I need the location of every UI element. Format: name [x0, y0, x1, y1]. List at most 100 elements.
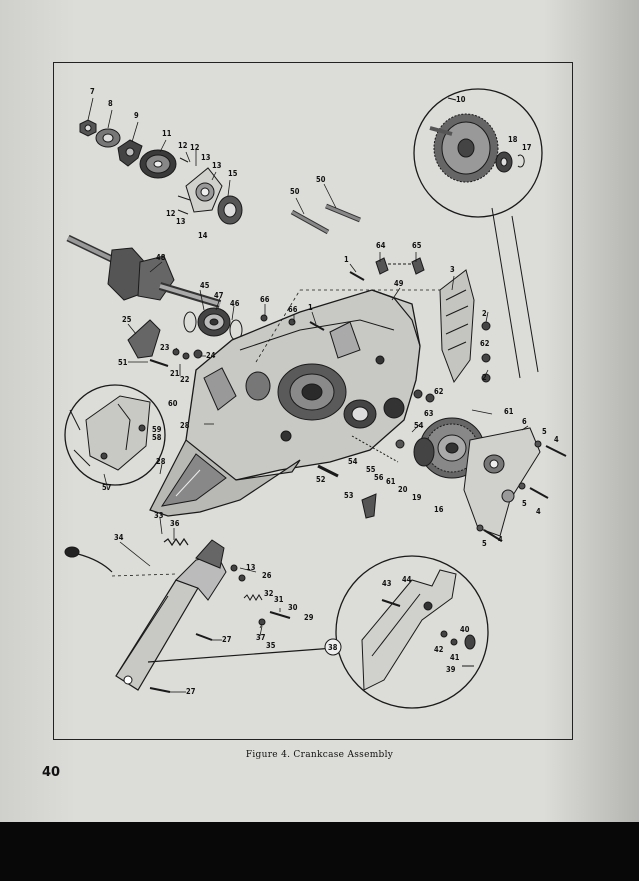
- screws-part: [177, 157, 191, 215]
- callout-7: 7: [90, 87, 95, 96]
- cover-plate-part: [439, 269, 475, 384]
- figure-caption: Figure 4. Crankcase Assembly: [245, 750, 394, 760]
- callout-66a: 66: [260, 295, 270, 304]
- rear-handle-housing-part: [149, 439, 301, 517]
- fitting-part: [375, 257, 425, 275]
- callout-13b: 13: [212, 161, 222, 170]
- callout-15: 15: [228, 169, 238, 178]
- callout-3: 3: [450, 265, 455, 274]
- callout-47: 47: [214, 291, 224, 300]
- main-bearing-part: [183, 307, 243, 341]
- callout-25: 25: [122, 315, 132, 324]
- callout-38-ring: [324, 638, 342, 656]
- callout-12c: 12: [166, 209, 176, 218]
- callout-27a: 27: [222, 635, 232, 644]
- callout-32: 32: [264, 589, 274, 598]
- callout-1b: 1: [308, 303, 313, 312]
- small-screws-part: [149, 348, 203, 367]
- crankcase-housing-part: [185, 289, 421, 481]
- callout-10: 10: [456, 95, 466, 104]
- housing-screws-part: [260, 271, 365, 331]
- callout-28a: 28: [180, 421, 190, 430]
- callout-5b: 5: [522, 499, 527, 508]
- callout-40: 40: [460, 625, 470, 634]
- callout-50b: 50: [290, 187, 300, 196]
- callout-31: 31: [274, 595, 284, 604]
- side-bracket-part: [463, 427, 541, 537]
- callout-63: 63: [424, 409, 434, 418]
- throttle-cable-part: [64, 546, 113, 573]
- detail-circle-handle: [335, 555, 489, 709]
- callout-35: 35: [266, 641, 276, 650]
- callout-18: 18: [508, 135, 518, 144]
- callout-44: 44: [402, 575, 412, 584]
- callout-28b: 28: [156, 457, 166, 466]
- callout-43: 43: [382, 579, 392, 588]
- flywheel-disc-part: [139, 149, 177, 179]
- callout-66b: 66: [288, 305, 298, 314]
- callout-19: 19: [412, 493, 422, 502]
- callout-55: 55: [366, 465, 376, 474]
- callout-34: 34: [114, 533, 124, 542]
- bearing-cover-part: [185, 167, 223, 213]
- callout-13c: 13: [176, 217, 186, 226]
- callout-62a: 62: [480, 339, 490, 348]
- callout-4c: 4: [498, 535, 503, 544]
- bracket-part: [127, 319, 161, 359]
- starter-pawl-part: [117, 139, 143, 167]
- stud-bolts-part: [290, 203, 361, 235]
- callout-52: 52: [316, 475, 326, 484]
- detail-circle-gear: [413, 88, 543, 218]
- callout-29: 29: [304, 613, 314, 622]
- callout-27b: 27: [186, 687, 196, 696]
- callout-22: 22: [180, 375, 190, 384]
- callout-6: 6: [522, 417, 527, 426]
- handle-screws-part: [149, 633, 213, 693]
- callout-14: 14: [198, 231, 208, 240]
- callout-51: 51: [118, 358, 128, 367]
- callout-56: 56: [374, 473, 384, 482]
- callout-39: 39: [446, 665, 456, 674]
- callout-61a: 61: [504, 407, 514, 416]
- callout-46: 46: [230, 299, 240, 308]
- callout-23: 23: [160, 343, 170, 352]
- bolts-part: [476, 440, 567, 541]
- nuts-part: [413, 321, 491, 403]
- callout-61b: 61: [386, 477, 396, 486]
- callout-2b: 2: [482, 373, 487, 382]
- callout-labels: 7 8 9 11 12 12 13 13 15 12 13 14 50 50 1…: [90, 87, 559, 696]
- callout-21: 21: [170, 369, 180, 378]
- callout-60: 60: [168, 399, 178, 408]
- callout-48: 48: [156, 253, 166, 262]
- front-handle-part: [115, 539, 227, 691]
- callout-50a: 50: [316, 175, 326, 184]
- trigger-parts: [230, 564, 291, 626]
- callout-57: 57: [102, 483, 112, 492]
- callout-20: 20: [398, 485, 408, 494]
- callout-41: 41: [450, 653, 460, 662]
- callout-59: 59: [152, 425, 162, 434]
- callout-37: 37: [256, 633, 266, 642]
- callout-62b: 62: [434, 387, 444, 396]
- callout-36: 36: [170, 519, 180, 528]
- spring-small-part: [243, 594, 263, 601]
- callout-16: 16: [434, 505, 444, 514]
- callout-17: 17: [522, 143, 532, 152]
- washer-part: [95, 128, 121, 148]
- seal-part: [217, 195, 243, 225]
- clutch-drum-gear-part: [413, 417, 485, 479]
- callout-1a: 1: [344, 255, 349, 264]
- callout-2a: 2: [482, 309, 487, 318]
- callout-30: 30: [288, 603, 298, 612]
- callout-13a: 13: [201, 153, 211, 162]
- callout-54a: 54: [414, 421, 424, 430]
- lower-parts: [317, 435, 405, 519]
- callout-4a: 4: [554, 435, 559, 444]
- callout-11: 11: [162, 129, 172, 138]
- callout-64: 64: [376, 241, 386, 250]
- callout-58: 58: [152, 433, 162, 442]
- page-number: 40: [42, 765, 61, 780]
- callout-24: 24: [206, 351, 216, 360]
- callout-13d: 13: [246, 563, 256, 572]
- callout-12b: 12: [190, 143, 200, 152]
